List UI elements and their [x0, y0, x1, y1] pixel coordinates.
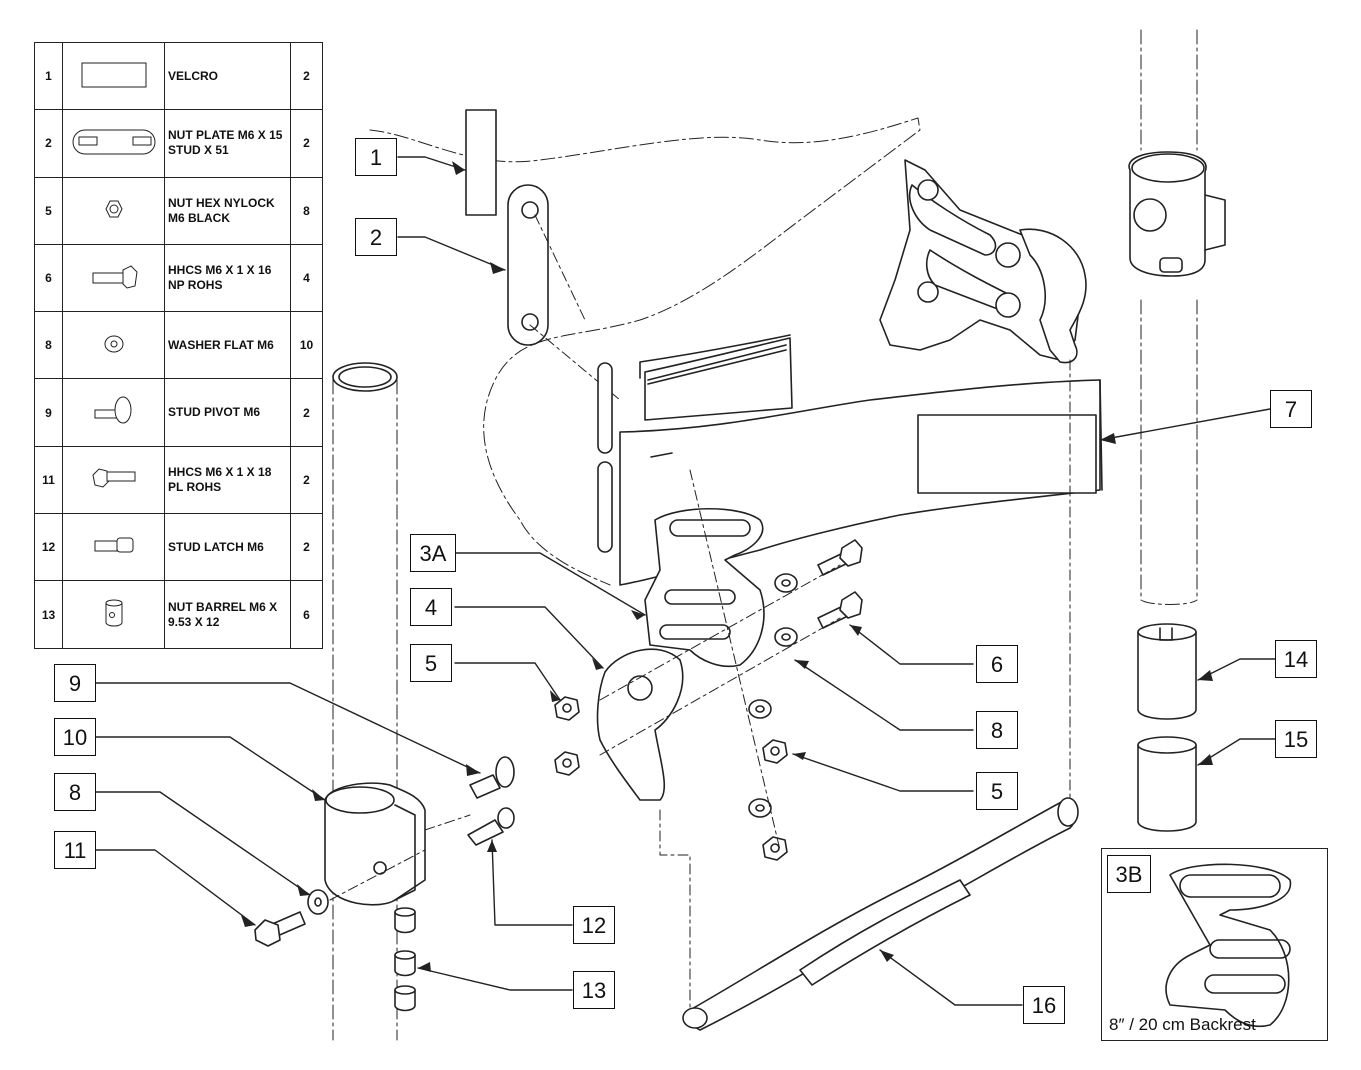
inset-3b-box: [1101, 848, 1328, 1041]
item-number: 8: [34, 311, 63, 380]
callout-1: 1: [355, 138, 397, 176]
left-upright-tube: [332, 362, 398, 1041]
item-description: HHCS M6 X 1 X 16 NP ROHS: [164, 243, 291, 313]
backrest-phantom-outline: [369, 117, 921, 586]
callout-8-right: 8: [976, 711, 1018, 749]
callout-11: 11: [54, 831, 96, 869]
pivot-stud-9: [469, 756, 515, 799]
hhcs-11: [254, 911, 306, 947]
callout-9: 9: [54, 664, 96, 702]
item-quantity: 2: [290, 445, 323, 515]
hardware-washer-c: [748, 699, 772, 719]
right-upright-tube: [1140, 29, 1198, 605]
hardware-washer-b: [774, 627, 798, 647]
pivot-stud-icon: [62, 378, 165, 447]
callout-3a: 3A: [410, 534, 456, 572]
item-number: 11: [34, 445, 63, 515]
bracket-3a: [644, 508, 765, 668]
item-quantity: 2: [290, 378, 323, 447]
hardware-nut-b: [554, 751, 580, 776]
hardware-nut-a: [554, 696, 580, 721]
item-quantity: 10: [290, 311, 323, 380]
backrest-slot-lower: [597, 461, 613, 553]
item-description: STUD LATCH M6: [164, 513, 291, 582]
item-description: STUD PIVOT M6: [164, 378, 291, 447]
hardware-washer-d: [748, 798, 772, 818]
strap-16: [682, 797, 1079, 1031]
callout-4: 4: [410, 588, 452, 626]
leader-lines: [95, 156, 1276, 1006]
hardware-nut-d: [762, 836, 788, 861]
item-quantity: 8: [290, 176, 323, 245]
upper-bracket-hardware: [879, 159, 1087, 364]
washer-8-left: [307, 889, 329, 915]
sleeve-15: [1137, 736, 1197, 832]
callout-14: 14: [1275, 640, 1317, 678]
item-quantity: 2: [290, 109, 323, 178]
washer-icon: [62, 311, 165, 380]
callout-5-right: 5: [976, 772, 1018, 810]
callout-7: 7: [1270, 390, 1312, 428]
hex-bolt-upper: [817, 539, 863, 576]
upper-right-clamp: [1128, 151, 1226, 277]
callout-13: 13: [573, 971, 615, 1009]
callout-10: 10: [54, 718, 96, 756]
callout-12: 12: [573, 906, 615, 944]
nut-plate-icon: [62, 109, 165, 178]
callout-8-left: 8: [54, 773, 96, 811]
hex-nut-icon: [62, 176, 165, 245]
callout-3b: 3B: [1107, 855, 1151, 893]
item-number: 13: [34, 580, 63, 649]
hardware-washer-a: [774, 573, 798, 593]
left-clamp-10: [324, 782, 426, 906]
callout-16: 16: [1023, 986, 1065, 1024]
backrest-slot-upper: [597, 362, 613, 454]
latch-stud-icon: [62, 513, 165, 582]
callout-2: 2: [355, 218, 397, 256]
hardware-nut-c: [762, 739, 788, 764]
backrest-shell: [644, 337, 793, 421]
item-quantity: 2: [290, 513, 323, 582]
item-number: 1: [34, 41, 63, 111]
item-description: NUT PLATE M6 X 15 STUD X 51: [164, 109, 291, 178]
nut-plate: [507, 184, 549, 346]
item-description: WASHER FLAT M6: [164, 311, 291, 380]
hex-bolt-icon: [62, 243, 165, 313]
callout-6: 6: [976, 645, 1018, 683]
item-description: NUT HEX NYLOCK M6 BLACK: [164, 176, 291, 245]
latch-stud-12: [467, 807, 515, 846]
callout-15: 15: [1275, 720, 1317, 758]
inset-bracket-3b: [1165, 863, 1292, 1028]
callout-5-left: 5: [410, 644, 452, 682]
velcro-strip: [465, 109, 497, 216]
sleeve-14: [1137, 623, 1197, 720]
item-quantity: 6: [290, 580, 323, 649]
barrel-nuts-13: [394, 907, 416, 1012]
item-description: NUT BARREL M6 X 9.53 X 12: [164, 580, 291, 649]
mount-4: [596, 648, 684, 801]
item-quantity: 4: [290, 243, 323, 313]
barrel-nut-icon: [62, 580, 165, 649]
hex-bolt-lower: [817, 591, 863, 629]
inset-caption: 8″ / 20 cm Backrest: [1109, 1015, 1256, 1034]
hex-bolt-long-icon: [62, 445, 165, 515]
